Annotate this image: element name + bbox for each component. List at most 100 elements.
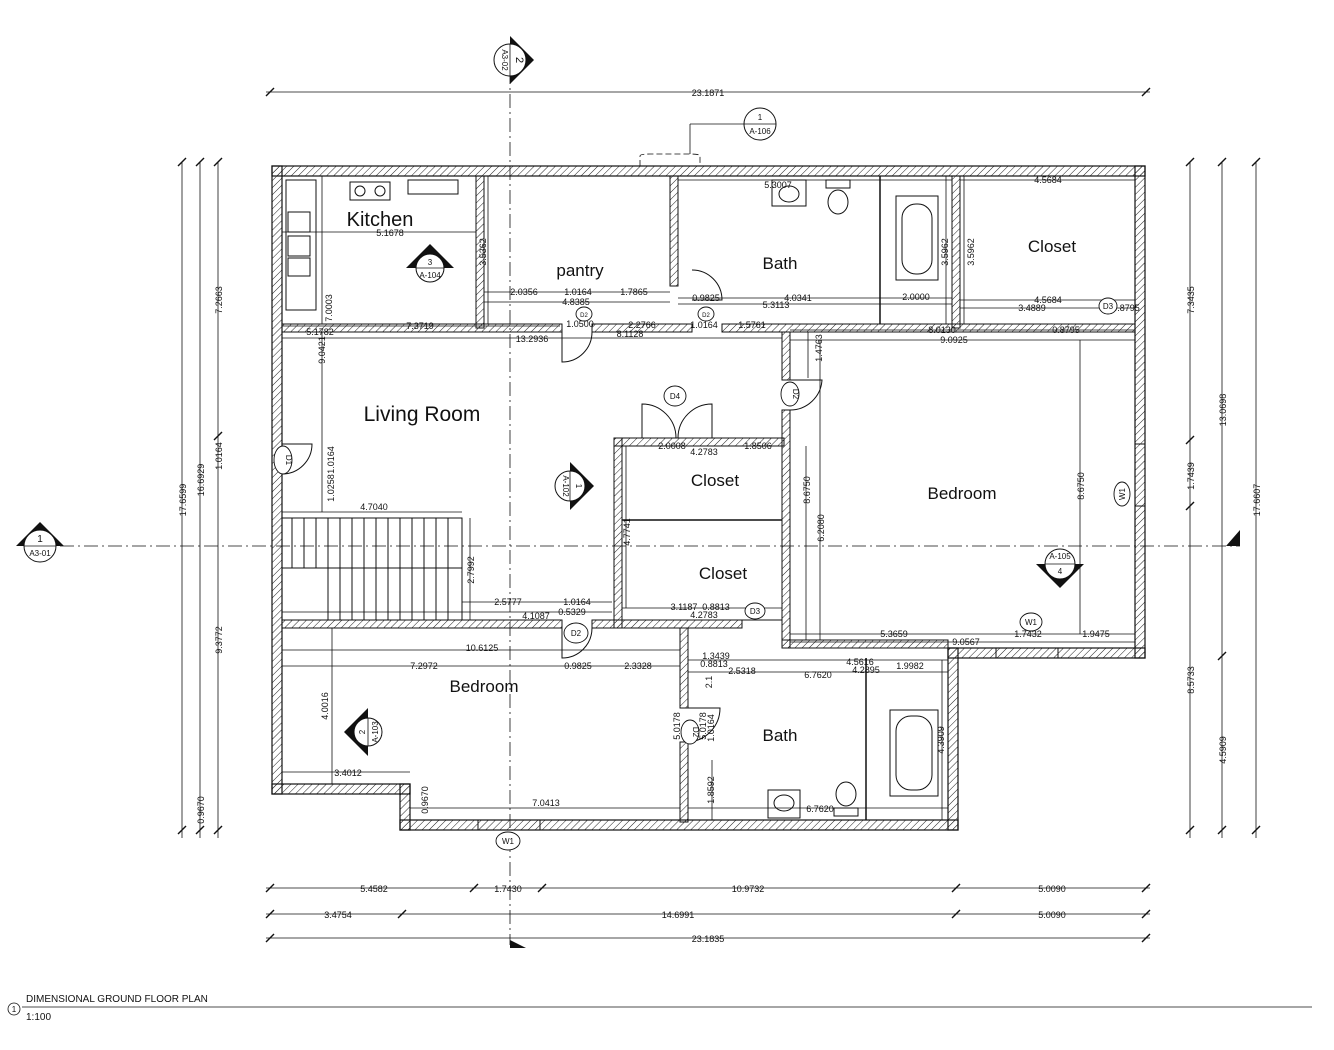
door-swings [281, 269, 1146, 831]
dim-bottom-2: 1.7430 [494, 884, 522, 894]
dim-bath-bottom-9: 5.0178 [698, 712, 708, 740]
room-label-bedroom-bottom: Bedroom [450, 677, 519, 696]
dim-bottom-5: 3.4754 [324, 910, 352, 920]
window-label-bottom: W1 [502, 837, 515, 846]
dim-bed-bottom-8: 0.9670 [420, 786, 430, 814]
door-tag-d2-bottom [563, 622, 589, 644]
dim-left-5: 9.3772 [214, 626, 224, 654]
dim-bath-top-1: 5.3007 [764, 180, 792, 190]
dim-bed-bottom-3: 0.9825 [564, 661, 592, 671]
dim-bath-bottom-3: 2.5318 [728, 666, 756, 676]
section-marker-top: 2 A3-02 [493, 36, 534, 84]
door-label-d2-bath-top: D2 [702, 313, 710, 319]
room-label-bedroom-right: Bedroom [928, 484, 997, 503]
dim-kitchen-2: 3.5362 [478, 238, 488, 266]
room-label-kitchen: Kitchen [347, 209, 414, 231]
dim-bath-bottom-14: 2.1 [704, 676, 714, 689]
dim-bath-bottom-6: 1.9982 [896, 661, 924, 671]
window-label-right: W1 [1118, 487, 1127, 500]
elev-living-num: 1 [574, 484, 583, 489]
room-label-pantry: pantry [556, 261, 604, 280]
dim-closet-top-2: 3.5962 [966, 238, 976, 266]
window-label-mid: W1 [1025, 618, 1038, 627]
dim-living-4: 2.7992 [466, 556, 476, 584]
dim-kitchen-4: 5.1782 [306, 327, 334, 337]
room-labels: Kitchen pantry Bath Closet Living Room C… [347, 209, 1077, 745]
dimension-ticks [177, 87, 1261, 943]
dim-kitchen-6: 13.2936 [516, 334, 549, 344]
dim-right-2: 1.7439 [1186, 462, 1196, 490]
section-arrow-bottom [510, 940, 526, 948]
overall-dimension-text: 23.1871 5.4582 1.7430 10.9732 5.0090 3.4… [178, 88, 1262, 944]
room-label-closet-top: Closet [1028, 237, 1076, 256]
grid-lines [60, 70, 1240, 945]
window-tag-mid [1019, 612, 1043, 632]
dim-closets-mid-5: 3.1187 [671, 602, 698, 612]
room-label-closet-mid2: Closet [699, 564, 747, 583]
window-tag-right [1113, 481, 1131, 507]
door-tag-d2-pantry [575, 306, 593, 322]
dim-living-5: 2.5777 [494, 597, 522, 607]
door-label-d2-bath: D2 [691, 727, 700, 738]
dim-left-6: 0.9670 [196, 796, 206, 824]
dim-bed-bottom-4: 2.3328 [624, 661, 652, 671]
dim-bottom-4: 5.0090 [1038, 884, 1066, 894]
elev-living-sheet: A-102 [561, 475, 570, 497]
door-label-d2-right: D2 [791, 389, 800, 400]
dim-bottom-7: 5.0090 [1038, 910, 1066, 920]
dim-bath-bottom-8: 5.0178 [672, 712, 682, 740]
dim-closets-mid-6: 0.8813 [702, 602, 730, 612]
dim-left-1: 17.6599 [178, 484, 188, 517]
dim-bath-top-5: 5.3113 [763, 300, 790, 310]
elevation-marker-kitchen: 3 A-104 [406, 244, 454, 283]
dim-bed-bottom-1: 10.6125 [466, 643, 499, 653]
dim-kitchen-3: 7.0003 [324, 294, 334, 322]
section-top-num: 2 [513, 57, 525, 63]
dim-bed-bottom-2: 7.2972 [410, 661, 438, 671]
dimension-lines [181, 91, 1257, 939]
dim-left-2: 16.6929 [196, 464, 206, 497]
dim-bath-bottom-4: 6.7620 [804, 670, 832, 680]
elev-bottom-num: 2 [358, 729, 367, 734]
dim-bed-right-4: 8.6750 [1076, 472, 1086, 500]
dim-pantry-6: 2.2766 [628, 320, 656, 330]
dim-pantry-5: 1.0500 [566, 319, 594, 329]
dim-bath-top-6: 1.0164 [690, 320, 718, 330]
dim-left-4: 7.2663 [214, 286, 224, 314]
section-left-sheet: A3-01 [29, 549, 51, 558]
dim-closets-mid-3: 1.8506 [744, 441, 772, 451]
dim-bed-bottom-5: 4.0016 [320, 692, 330, 720]
dim-bath-top-8: 3.5962 [940, 238, 950, 266]
door-label-d2-bottom: D2 [571, 629, 582, 638]
callout-top-num: 1 [758, 113, 763, 122]
dim-bed-right-8: 1.9475 [1082, 629, 1110, 639]
elev-kitchen-num: 3 [428, 258, 433, 267]
door-window-tags [273, 297, 1131, 851]
elevation-marker-bedroom: A-105 4 [1036, 548, 1084, 588]
elevation-marker-bottom: 2 A-103 [344, 708, 383, 756]
dim-bath-bottom-1: 1.3439 [702, 651, 730, 661]
elevation-marker-living: 1 A-102 [554, 462, 594, 510]
dim-closet-top-8: 9.0925 [940, 335, 968, 345]
drawing-scale: 1:100 [26, 1012, 51, 1023]
dim-left-3: 1.0164 [214, 442, 224, 470]
dim-closets-mid-2: 4.2783 [690, 447, 718, 457]
dim-bath-bottom-13: 6.7620 [806, 804, 834, 814]
elev-bedroom-sheet: A-105 [1049, 552, 1071, 561]
section-top-sheet: A3-02 [500, 49, 509, 71]
dim-living-1: 4.7040 [360, 502, 388, 512]
door-window-tag-text: D1 D2 D2 D2 D2 D2 D4 D3 D3 W1 W1 W1 [284, 302, 1127, 846]
interior-dimension-text: 5.1678 3.5362 7.0003 5.1782 7.3719 13.29… [306, 175, 1140, 814]
dim-right-3: 13.0698 [1218, 394, 1228, 427]
bath-bottom-fixtures [767, 709, 939, 819]
dim-living-2: 1.0258 [326, 474, 336, 502]
section-arrow-right [1226, 530, 1240, 546]
dim-closet-top-7: 0.8795 [1052, 325, 1080, 335]
dim-pantry-4: 4.8385 [562, 297, 590, 307]
dim-living-3: 1.0164 [326, 446, 336, 474]
dim-bed-right-5: 5.3659 [880, 629, 908, 639]
dim-closets-mid-7: 4.2783 [690, 610, 718, 620]
dim-bed-right-2: 8.6750 [802, 476, 812, 504]
drawing-title-block: 1 DIMENSIONAL GROUND FLOOR PLAN 1:100 [7, 994, 1312, 1023]
